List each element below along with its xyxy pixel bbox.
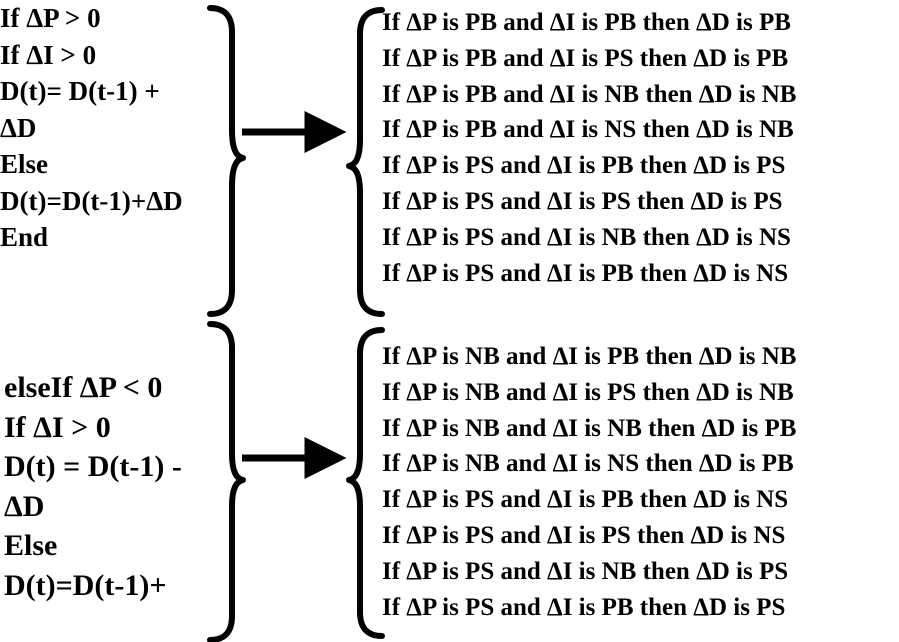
top-rule-line: If ΔP is PB and ΔI is PS then ΔD is PB	[382, 44, 789, 72]
bottom-condition-line: elseIf ΔP < 0	[4, 371, 163, 404]
top-condition-line: D(t)=D(t-1)+ΔD	[0, 185, 183, 216]
bottom-rule-line: If ΔP is PS and ΔI is PB then ΔD is NS	[382, 486, 789, 514]
top-condition-line: If ΔP > 0	[0, 3, 101, 33]
top-condition-line: ΔD	[0, 112, 37, 143]
top-rule-line: If ΔP is PB and ΔI is NS then ΔD is NB	[382, 116, 794, 144]
top-rule-line: If ΔP is PS and ΔI is PB then ΔD is PS	[382, 152, 786, 180]
bottom-rules-block: If ΔP is NB and ΔI is PB then ΔD is NB I…	[382, 339, 796, 625]
bottom-left-brace	[207, 321, 246, 642]
bottom-rule-line: If ΔP is PS and ΔI is NB then ΔD is PS	[382, 557, 789, 585]
bottom-rule-line: If ΔP is PS and ΔI is PB then ΔD is PS	[382, 593, 786, 621]
bottom-condition-line: Else	[4, 529, 58, 562]
bottom-condition-line: D(t)=D(t-1)+	[4, 568, 167, 602]
top-condition-block: If ΔP > 0 If ΔI > 0 D(t)= D(t-1) + ΔD El…	[0, 0, 183, 256]
top-left-brace	[207, 5, 246, 317]
top-condition-line: Else	[0, 149, 49, 179]
bottom-rule-line: If ΔP is NB and ΔI is NB then ΔD is PB	[382, 414, 797, 442]
bottom-rule-line: If ΔP is NB and ΔI is PS then ΔD is NB	[382, 378, 794, 406]
bottom-rule-line: If ΔP is PS and ΔI is PS then ΔD is NS	[382, 521, 786, 549]
top-rule-line: If ΔP is PB and ΔI is NB then ΔD is NB	[382, 80, 797, 108]
bottom-condition-line: D(t) = D(t-1) -	[4, 450, 182, 483]
bottom-condition-line: ΔD	[4, 489, 45, 523]
bottom-rule-line: If ΔP is NB and ΔI is NS then ΔD is PB	[382, 450, 794, 478]
top-right-brace	[346, 7, 385, 317]
top-rule-line: If ΔP is PS and ΔI is NB then ΔD is NS	[382, 223, 791, 251]
top-rule-line: If ΔP is PS and ΔI is PB then ΔD is NS	[382, 259, 789, 287]
top-rule-line: If ΔP is PB and ΔI is PB then ΔD is PB	[382, 9, 791, 36]
top-condition-line: D(t)= D(t-1) +	[0, 76, 160, 106]
bottom-right-brace	[346, 327, 385, 639]
top-rule-line: If ΔP is PS and ΔI is PS then ΔD is PS	[382, 187, 783, 215]
top-condition-line: End	[0, 222, 49, 252]
bottom-condition-block: elseIf ΔP < 0 If ΔI > 0 D(t) = D(t-1) - …	[4, 368, 182, 605]
bottom-condition-line: If ΔI > 0	[4, 410, 111, 444]
bottom-rule-line: If ΔP is NB and ΔI is PB then ΔD is NB	[382, 343, 797, 370]
top-rules-block: If ΔP is PB and ΔI is PB then ΔD is PB I…	[382, 5, 796, 291]
top-condition-line: If ΔI > 0	[0, 39, 97, 70]
